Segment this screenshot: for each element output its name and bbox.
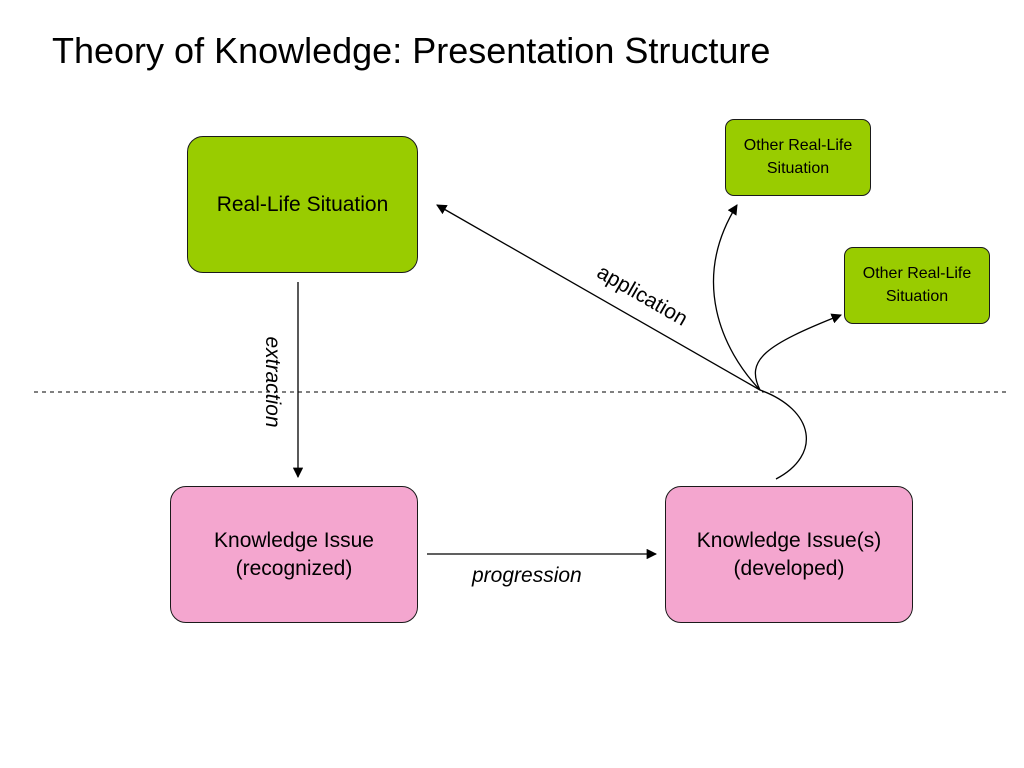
node-other-situation-bottom-line2: Situation [885,287,949,305]
edge-label-progression: progression [472,564,582,587]
node-knowledge-issue-recognized: Knowledge Issue (recognized) [170,486,418,623]
node-knowledge-issues-developed-line1: Knowledge Issue(s) [696,529,882,553]
edge-label-extraction: extraction [261,336,284,428]
node-other-situation-top-line1: Other Real-Life [743,137,853,155]
node-knowledge-issue-recognized-line2: (recognized) [235,556,353,580]
branch-arrow-bottom [754,313,842,391]
node-knowledge-issues-developed: Knowledge Issue(s) (developed) [665,486,913,623]
node-real-life-situation-label: Real-Life Situation [216,192,389,216]
page-title: Theory of Knowledge: Presentation Struct… [52,30,771,71]
application-arrow [436,204,761,391]
node-real-life-situation: Real-Life Situation [187,136,418,273]
node-other-situation-bottom-line1: Other Real-Life [862,265,972,283]
node-other-situation-bottom: Other Real-Life Situation [844,247,990,324]
node-knowledge-issue-recognized-line1: Knowledge Issue [214,529,374,553]
branch-curve-base [759,389,807,480]
branch-arrow-top [712,204,761,391]
node-other-situation-top: Other Real-Life Situation [725,119,871,196]
node-knowledge-issues-developed-line2: (developed) [733,556,845,580]
node-other-situation-top-line2: Situation [766,159,830,177]
